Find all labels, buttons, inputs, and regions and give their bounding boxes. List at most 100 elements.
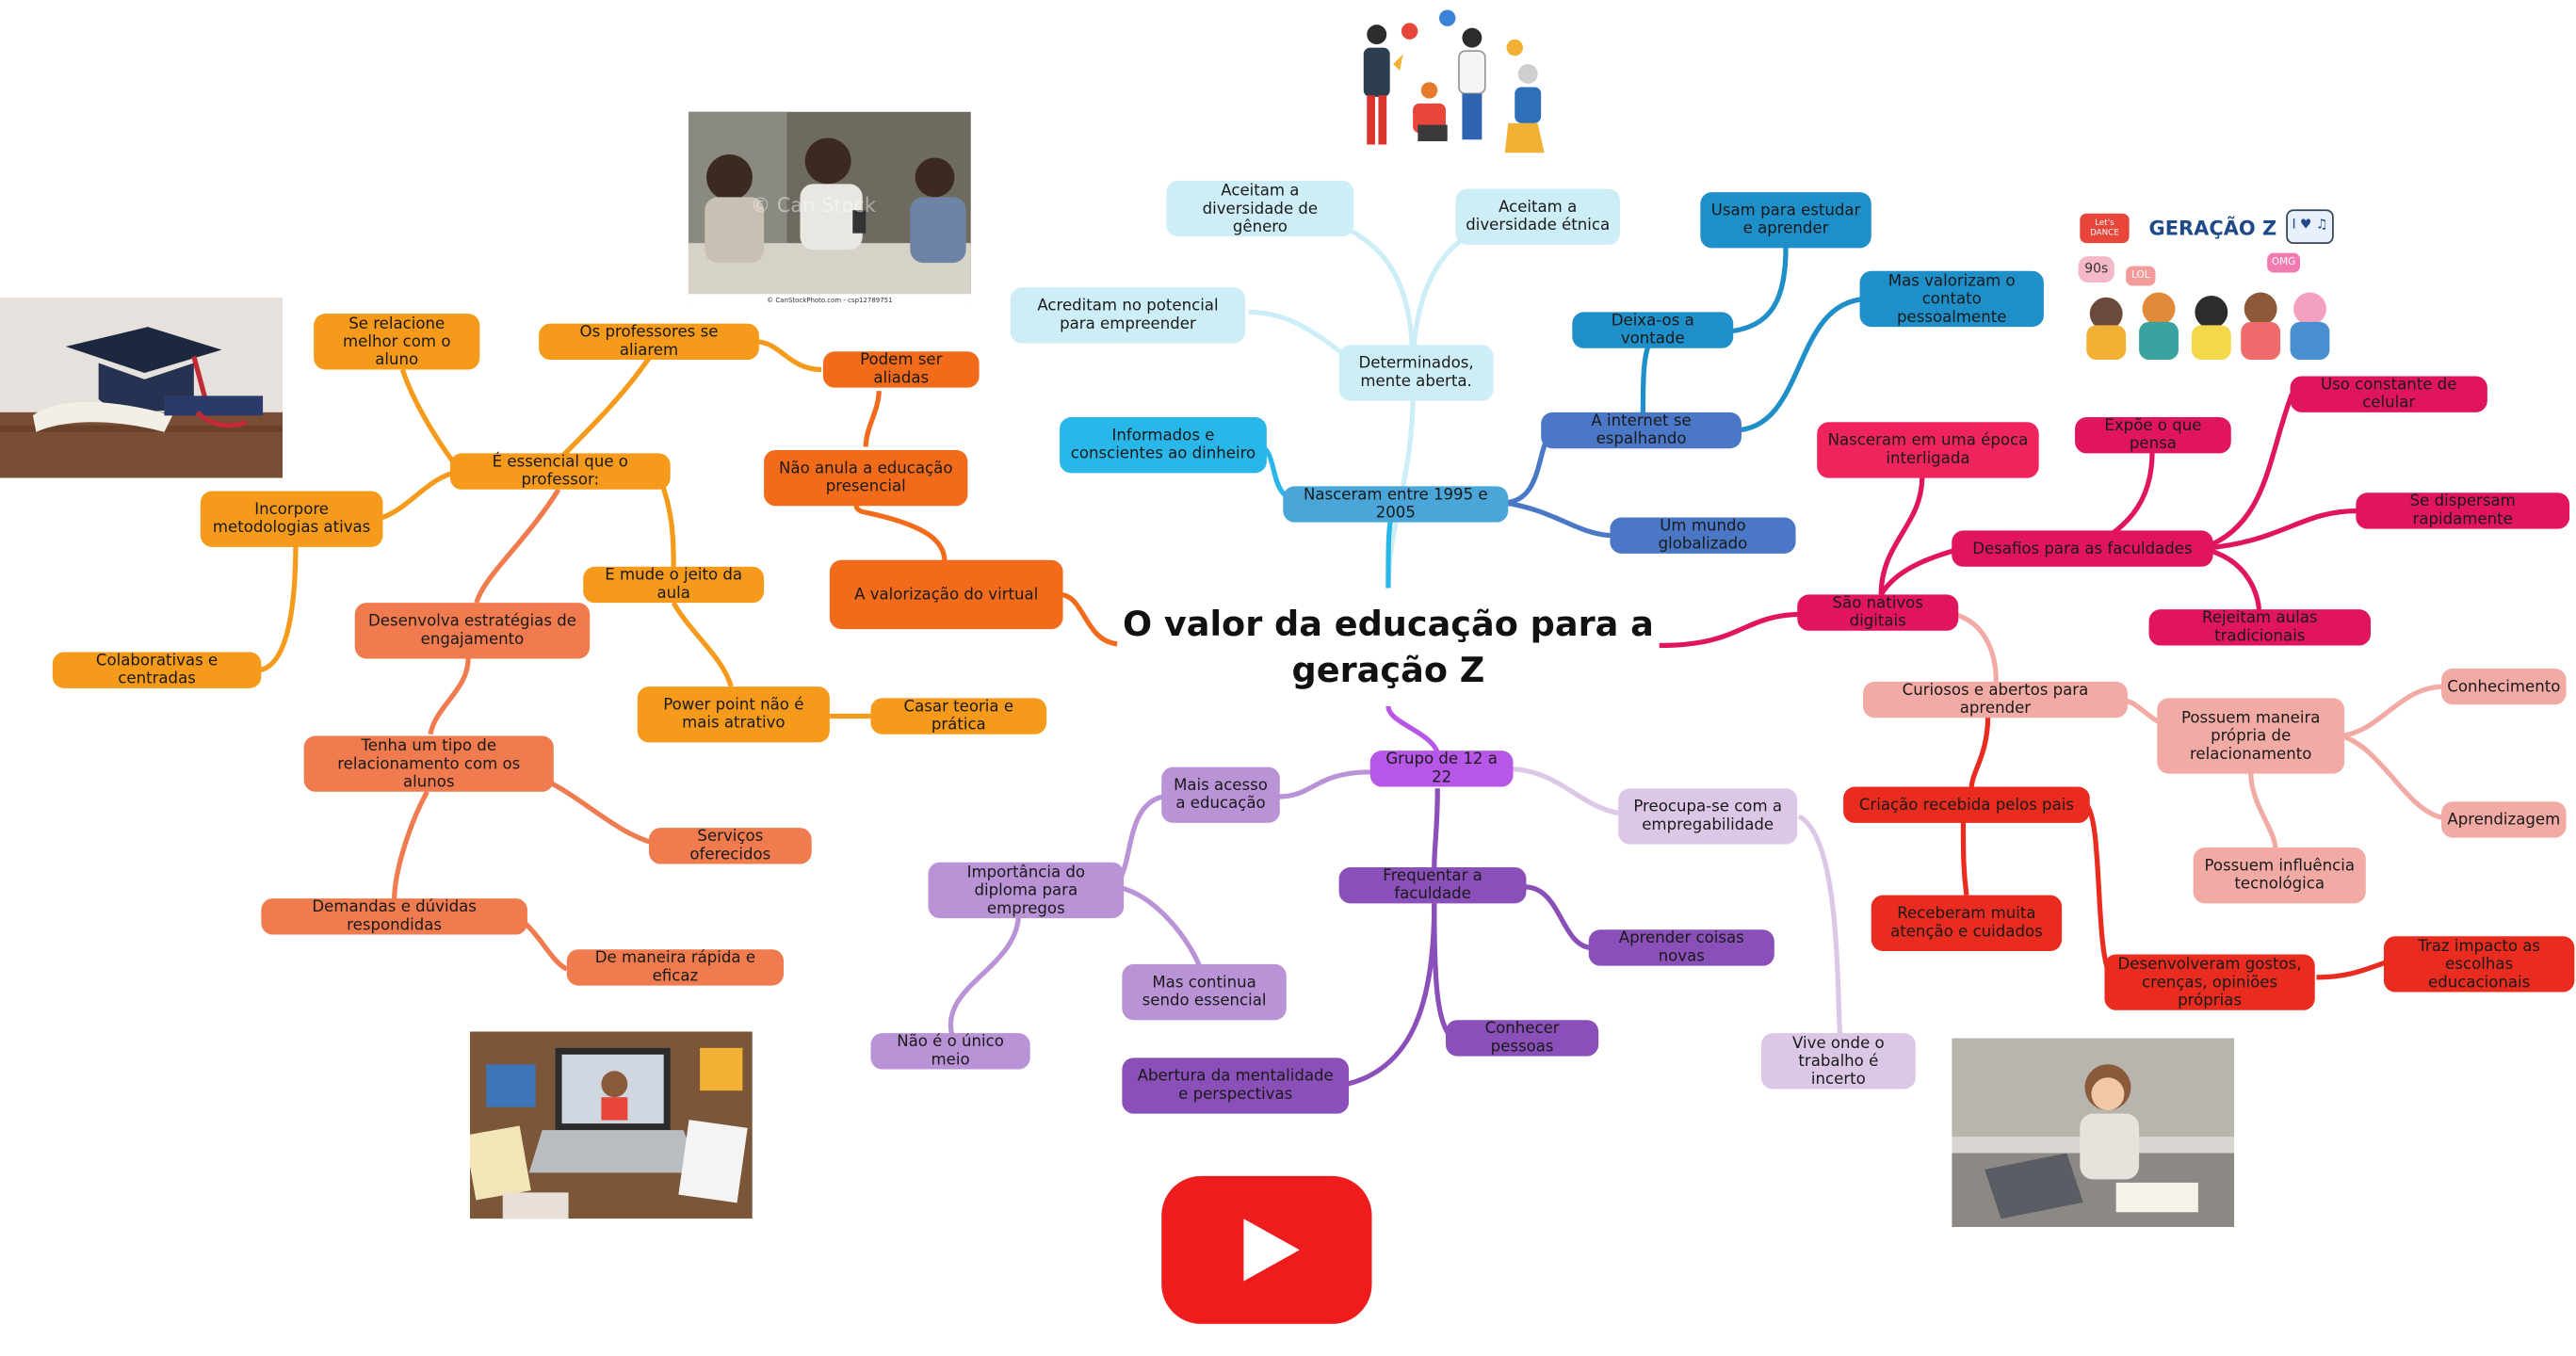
central-title: O valor da educação para a geração Z <box>1123 604 1654 690</box>
node-label: A internet se espalhando <box>1591 412 1692 449</box>
graduation-cap-photo <box>0 297 284 478</box>
node-tipo-relacionamento[interactable]: Tenha um tipo de relacionamento com os a… <box>303 735 554 792</box>
node-nasceram-1995[interactable]: Nasceram entre 1995 e 2005 <box>1283 486 1509 523</box>
node-aceitam-genero[interactable]: Aceitam a diversidade de gênero <box>1166 180 1354 237</box>
node-aceitam-etnica[interactable]: Aceitam a diversidade étnica <box>1455 188 1620 245</box>
node-label: Frequentar a faculdade <box>1383 866 1482 904</box>
node-dispersam[interactable]: Se dispersam rapidamente <box>2356 492 2570 529</box>
node-label: Expõe o que pensa <box>2104 417 2202 454</box>
node-importancia-diploma[interactable]: Importância do diploma para empregos <box>928 862 1125 919</box>
genz-omg-tag: OMG <box>2271 256 2296 268</box>
node-label: Colaborativas e centradas <box>95 652 219 688</box>
node-gostos-crencas[interactable]: Desenvolveram gostos, crenças, opiniões … <box>2104 954 2315 1010</box>
node-label: Desafios para as faculdades <box>1972 540 2193 558</box>
node-trabalho-incerto[interactable]: Vive onde o trabalho é incerto <box>1760 1033 1916 1090</box>
node-atencao-cuidados[interactable]: Receberam muita atenção e cuidados <box>1871 895 2063 951</box>
node-label: Se dispersam rapidamente <box>2409 492 2516 529</box>
node-nao-anula[interactable]: Não anula a educação presencial <box>764 449 968 507</box>
node-maneira-propria[interactable]: Possuem maneira própria de relacionament… <box>2157 698 2345 774</box>
node-impacto-escolhas[interactable]: Traz impacto as escolhas educacionais <box>2383 936 2575 993</box>
node-usam-estudar[interactable]: Usam para estudar e aprender <box>1700 192 1871 249</box>
node-rejeitam-aulas[interactable]: Rejeitam aulas tradicionais <box>2148 609 2372 646</box>
node-label: Preocupa-se com a empregabilidade <box>1633 798 1783 835</box>
genz-ilove-tag: I ♥ ♫ <box>2292 217 2328 232</box>
node-curiosos[interactable]: Curiosos e abertos para aprender <box>1863 681 2128 718</box>
node-label: Usam para estudar e aprender <box>1710 202 1861 238</box>
node-label: Desenvolveram gostos, crenças, opiniões … <box>2117 955 2302 1009</box>
node-expoe-pensa[interactable]: Expõe o que pensa <box>2075 417 2231 454</box>
node-label: Receberam muita atenção e cuidados <box>1890 905 2043 942</box>
node-continua-essencial[interactable]: Mas continua sendo essencial <box>1122 963 1287 1021</box>
node-metodologias-ativas[interactable]: Incorpore metodologias ativas <box>200 491 383 547</box>
node-nao-unico-meio[interactable]: Não é o único meio <box>870 1033 1030 1070</box>
node-label: Não é o único meio <box>897 1033 1004 1070</box>
youtube-logo[interactable] <box>1161 1175 1372 1324</box>
node-power-point[interactable]: Power point não é mais atrativo <box>637 686 830 743</box>
node-desafios-faculdades[interactable]: Desafios para as faculdades <box>1952 530 2213 567</box>
node-conhecimento[interactable]: Conhecimento <box>2441 668 2567 705</box>
node-essencial-professor[interactable]: É essencial que o professor: <box>449 453 671 490</box>
node-determinados[interactable]: Determinados, mente aberta. <box>1338 345 1494 401</box>
node-label: A valorização do virtual <box>854 585 1039 605</box>
node-grupo-12-22[interactable]: Grupo de 12 a 22 <box>1369 751 1514 787</box>
node-aprendizagem[interactable]: Aprendizagem <box>2441 801 2567 838</box>
node-abertura-mentalidade[interactable]: Abertura da mentalidade e perspectivas <box>1122 1057 1350 1114</box>
node-label: Conhecer pessoas <box>1484 1020 1560 1057</box>
node-informados[interactable]: Informados e conscientes ao dinheiro <box>1060 417 1267 474</box>
node-servicos-oferecidos[interactable]: Serviços oferecidos <box>648 828 812 864</box>
node-label: É essencial que o professor: <box>492 453 628 490</box>
node-label: E mude o jeito da aula <box>605 566 743 604</box>
node-label: Mas valorizam o contato pessoalmente <box>1887 271 2016 327</box>
node-label: Incorpore metodologias ativas <box>212 501 371 538</box>
genz-dance-tag: Let's DANCE <box>2090 218 2119 238</box>
node-label: Mas continua sendo essencial <box>1142 974 1267 1010</box>
node-label: Curiosos e abertos para aprender <box>1902 681 2089 718</box>
node-acreditam-empreender[interactable]: Acreditam no potencial para empreender <box>1010 287 1246 344</box>
node-label: Se relacione melhor com o aluno <box>343 315 451 369</box>
node-colaborativas[interactable]: Colaborativas e centradas <box>52 652 262 688</box>
node-label: Um mundo globalizado <box>1658 517 1748 554</box>
node-label: Traz impacto as escolhas educacionais <box>2418 937 2541 992</box>
node-empregabilidade[interactable]: Preocupa-se com a empregabilidade <box>1618 788 1798 845</box>
online-class-photo <box>469 1031 753 1219</box>
node-nativos-digitais[interactable]: São nativos digitais <box>1797 594 1959 631</box>
play-icon <box>1243 1219 1300 1282</box>
node-valorizacao-virtual[interactable]: A valorização do virtual <box>829 559 1063 630</box>
node-aprender-coisas[interactable]: Aprender coisas novas <box>1588 929 1774 966</box>
node-label: Grupo de 12 a 22 <box>1385 751 1498 787</box>
node-label: Determinados, mente aberta. <box>1358 354 1474 392</box>
node-frequentar-faculdade[interactable]: Frequentar a faculdade <box>1338 866 1527 904</box>
genz-lol-tag: LOL <box>2131 269 2150 282</box>
node-teoria-pratica[interactable]: Casar teoria e prática <box>870 698 1047 734</box>
node-professores-aliarem[interactable]: Os professores se aliarem <box>539 323 759 361</box>
node-epoca-interligada[interactable]: Nasceram em uma época interligada <box>1817 422 2039 478</box>
node-label: Power point não é mais atrativo <box>663 696 804 733</box>
node-influencia-tecnologica[interactable]: Possuem influência tecnológica <box>2193 848 2366 904</box>
node-podem-aliadas[interactable]: Podem ser aliadas <box>822 351 980 388</box>
node-label: Aceitam a diversidade de gênero <box>1202 181 1319 236</box>
node-estrategias-engajamento[interactable]: Desenvolva estratégias de engajamento <box>354 603 591 659</box>
node-uso-celular[interactable]: Uso constante de celular <box>2290 376 2487 412</box>
node-label: Nasceram entre 1995 e 2005 <box>1303 486 1488 523</box>
node-deixa-vontade[interactable]: Deixa-os a vontade <box>1572 312 1734 348</box>
node-label: Aprender coisas novas <box>1618 929 1744 966</box>
node-valorizam-contato[interactable]: Mas valorizam o contato pessoalmente <box>1859 270 2044 328</box>
node-criacao-pais[interactable]: Criação recebida pelos pais <box>1843 786 2090 823</box>
node-mais-acesso[interactable]: Mais acesso a educação <box>1161 767 1280 823</box>
node-label: Serviços oferecidos <box>689 828 771 864</box>
node-mundo-globalizado[interactable]: Um mundo globalizado <box>1610 517 1796 554</box>
node-mude-jeito[interactable]: E mude o jeito da aula <box>583 566 765 604</box>
node-label: Vive onde o trabalho é incerto <box>1792 1034 1885 1089</box>
node-relacione-melhor[interactable]: Se relacione melhor com o aluno <box>314 314 480 370</box>
node-demandas-duvidas[interactable]: Demandas e dúvidas respondidas <box>261 898 527 935</box>
node-rapida-eficaz[interactable]: De maneira rápida e eficaz <box>566 949 785 986</box>
node-label: Os professores se aliarem <box>579 323 719 361</box>
node-label: Deixa-os a vontade <box>1611 312 1694 348</box>
genz-banner: Let's DANCE GERAÇÃO Z 90s LOL OMG I ♥ ♫ <box>2073 206 2337 361</box>
node-conhecer-pessoas[interactable]: Conhecer pessoas <box>1445 1020 1599 1057</box>
node-label: Nasceram em uma época interligada <box>1827 431 2029 469</box>
node-internet-espalhando[interactable]: A internet se espalhando <box>1541 412 1742 449</box>
photo-caption: © CanStockPhoto.com - csp12789751 <box>688 294 971 306</box>
node-label: Rejeitam aulas tradicionais <box>2202 609 2318 646</box>
